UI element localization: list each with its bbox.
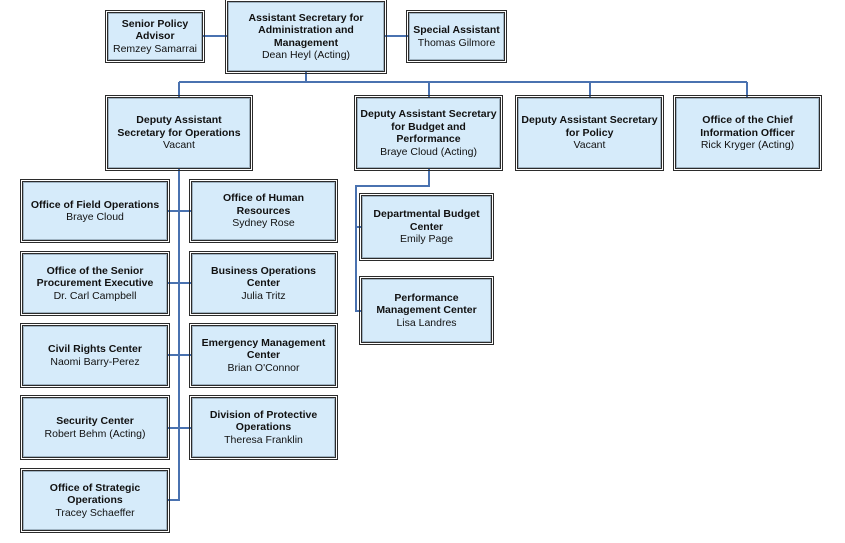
node-das-policy[interactable]: Deputy Assistant Secretary for Policy Va…: [515, 95, 664, 171]
node-title: Emergency Management Center: [201, 336, 326, 362]
node-person: Naomi Barry-Perez: [50, 355, 140, 368]
node-strategic-operations[interactable]: Office of Strategic Operations Tracey Sc…: [20, 468, 170, 533]
node-person: Theresa Franklin: [224, 433, 303, 446]
node-senior-policy-advisor[interactable]: Senior Policy Advisor Remzey Samarrai: [105, 10, 205, 63]
node-person: Rick Kryger (Acting): [700, 139, 795, 152]
node-person: Dr. Carl Campbell: [53, 289, 137, 302]
node-person: Remzey Samarrai: [112, 42, 198, 55]
node-performance-management-center[interactable]: Performance Management Center Lisa Landr…: [359, 276, 494, 345]
node-title: Office of the Senior Procurement Executi…: [36, 264, 154, 290]
node-human-resources[interactable]: Office of Human Resources Sydney Rose: [189, 179, 338, 243]
node-person: Dean Heyl (Acting): [261, 49, 351, 61]
node-title: Assistant Secretary for Administration a…: [248, 11, 364, 49]
node-title: Deputy Assistant Secretary for Operation…: [117, 114, 241, 139]
node-person: Lisa Landres: [396, 316, 457, 329]
node-title: Business Operations Center: [210, 264, 317, 290]
node-title: Civil Rights Center: [48, 343, 142, 355]
node-person: Julia Tritz: [241, 289, 286, 302]
node-title: Deputy Assistant Secretary for Policy: [521, 114, 658, 139]
node-cio[interactable]: Office of the Chief Information Officer …: [673, 95, 822, 171]
node-security-center[interactable]: Security Center Robert Behm (Acting): [20, 395, 170, 460]
node-das-budget[interactable]: Deputy Assistant Secretary for Budget an…: [354, 95, 503, 171]
node-title: Office of the Chief Information Officer: [700, 114, 795, 139]
node-title: Division of Protective Operations: [209, 408, 318, 434]
node-protective-operations[interactable]: Division of Protective Operations Theres…: [189, 395, 338, 460]
node-field-operations[interactable]: Office of Field Operations Braye Cloud: [20, 179, 170, 243]
node-person: Vacant: [573, 139, 606, 152]
node-title: Security Center: [56, 415, 134, 427]
node-title: Deputy Assistant Secretary for Budget an…: [360, 108, 497, 145]
node-departmental-budget-center[interactable]: Departmental Budget Center Emily Page: [359, 193, 494, 261]
node-person: Thomas Gilmore: [417, 36, 496, 49]
node-person: Emily Page: [399, 233, 454, 246]
node-business-operations-center[interactable]: Business Operations Center Julia Tritz: [189, 251, 338, 316]
node-senior-procurement-executive[interactable]: Office of the Senior Procurement Executi…: [20, 251, 170, 316]
connector-operations-spine: [168, 169, 180, 501]
node-title: Senior Policy Advisor: [121, 17, 189, 43]
node-person: Braye Cloud: [66, 211, 124, 223]
node-assistant-secretary[interactable]: Assistant Secretary for Administration a…: [225, 0, 387, 74]
node-person: Sydney Rose: [232, 217, 295, 230]
node-title: Departmental Budget Center: [373, 208, 480, 233]
node-title: Special Assistant: [413, 24, 500, 36]
node-person: Braye Cloud (Acting): [380, 145, 477, 158]
node-person: Vacant: [163, 139, 195, 152]
node-title: Office of Strategic Operations: [49, 481, 141, 507]
node-person: Brian O'Connor: [227, 361, 300, 374]
node-emergency-management-center[interactable]: Emergency Management Center Brian O'Conn…: [189, 323, 338, 388]
node-title: Office of Human Resources: [222, 192, 305, 217]
node-civil-rights-center[interactable]: Civil Rights Center Naomi Barry-Perez: [20, 323, 170, 388]
node-das-operations[interactable]: Deputy Assistant Secretary for Operation…: [105, 95, 253, 171]
node-person: Tracey Schaeffer: [55, 506, 135, 519]
node-special-assistant[interactable]: Special Assistant Thomas Gilmore: [406, 10, 507, 63]
connector-budget-spine: [355, 169, 430, 312]
node-title: Performance Management Center: [376, 291, 477, 317]
node-title: Office of Field Operations: [30, 198, 160, 211]
node-person: Robert Behm (Acting): [44, 427, 146, 440]
